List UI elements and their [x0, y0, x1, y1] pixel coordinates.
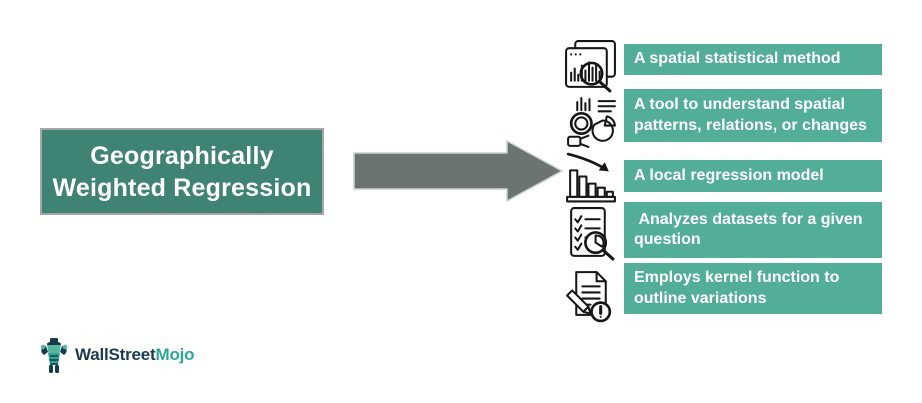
document-alert-pencil-icon: [562, 267, 619, 324]
feature-box-analyzes-datasets: Analyzes datasets for a given question: [624, 202, 882, 258]
feature-box-spatial-patterns: A tool to understand spatial patterns, r…: [624, 89, 882, 142]
checklist-magnifier-icon: [562, 205, 619, 262]
declining-bar-chart-icon: [562, 149, 619, 206]
research-tools-icon: [562, 94, 619, 151]
brand-name-wallstreet: WallStreet: [75, 345, 156, 364]
feature-box-spatial-method: A spatial statistical method: [624, 44, 882, 75]
right-arrow-icon: [353, 140, 564, 202]
feature-label: A spatial statistical method: [634, 50, 841, 68]
brand-name-mojo: Mojo: [155, 345, 195, 364]
chart-window-magnifier-icon: [562, 38, 619, 95]
brand-logo: WallStreetMojo: [38, 336, 195, 374]
feature-label: A tool to understand spatial patterns, r…: [634, 96, 867, 134]
feature-box-kernel-function: Employs kernel function to outline varia…: [624, 263, 882, 314]
feature-box-local-regression: A local regression model: [624, 160, 882, 192]
brand-mascot-icon: [40, 338, 68, 373]
topic-title-line2: Weighted Regression: [52, 173, 312, 202]
feature-label: Employs kernel function to outline varia…: [634, 269, 844, 307]
brand-name: WallStreetMojo: [75, 345, 195, 365]
topic-title-line1: Geographically: [90, 141, 274, 170]
feature-label: A local regression model: [634, 166, 824, 184]
main-topic-box: Geographically Weighted Regression: [40, 128, 324, 215]
feature-label: Analyzes datasets for a given question: [634, 210, 867, 248]
